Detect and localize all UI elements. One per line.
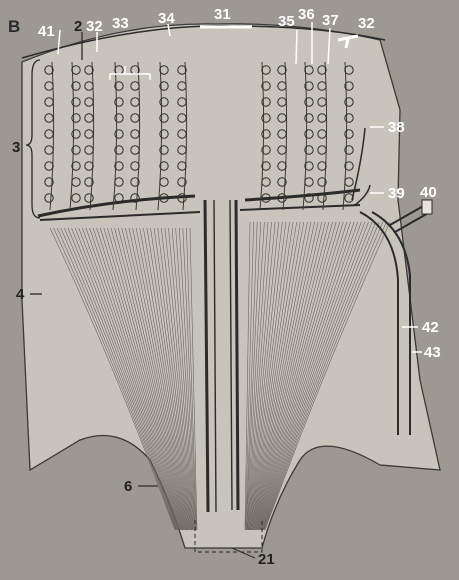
vessel-40-cut [422,200,432,214]
label-31: 31 [214,6,231,23]
label-21: 21 [258,551,275,568]
label-37: 37 [322,12,339,29]
label-42: 42 [422,319,439,336]
label-3: 3 [12,139,20,156]
label-35: 35 [278,13,295,30]
label-38: 38 [388,119,405,136]
label-4: 4 [16,286,25,303]
label-6: 6 [124,478,132,495]
label-40: 40 [420,184,437,201]
panel-letter: B [8,17,20,36]
label-34: 34 [158,10,175,27]
label-36: 36 [298,6,315,23]
label-39: 39 [388,185,405,202]
label-32-left: 32 [86,18,103,35]
interlobar-artery-right [236,200,238,510]
label-41: 41 [38,23,55,40]
label-32-right: 32 [358,15,375,32]
label-43: 43 [424,344,441,361]
label-33: 33 [112,15,129,32]
label-2: 2 [74,18,82,35]
